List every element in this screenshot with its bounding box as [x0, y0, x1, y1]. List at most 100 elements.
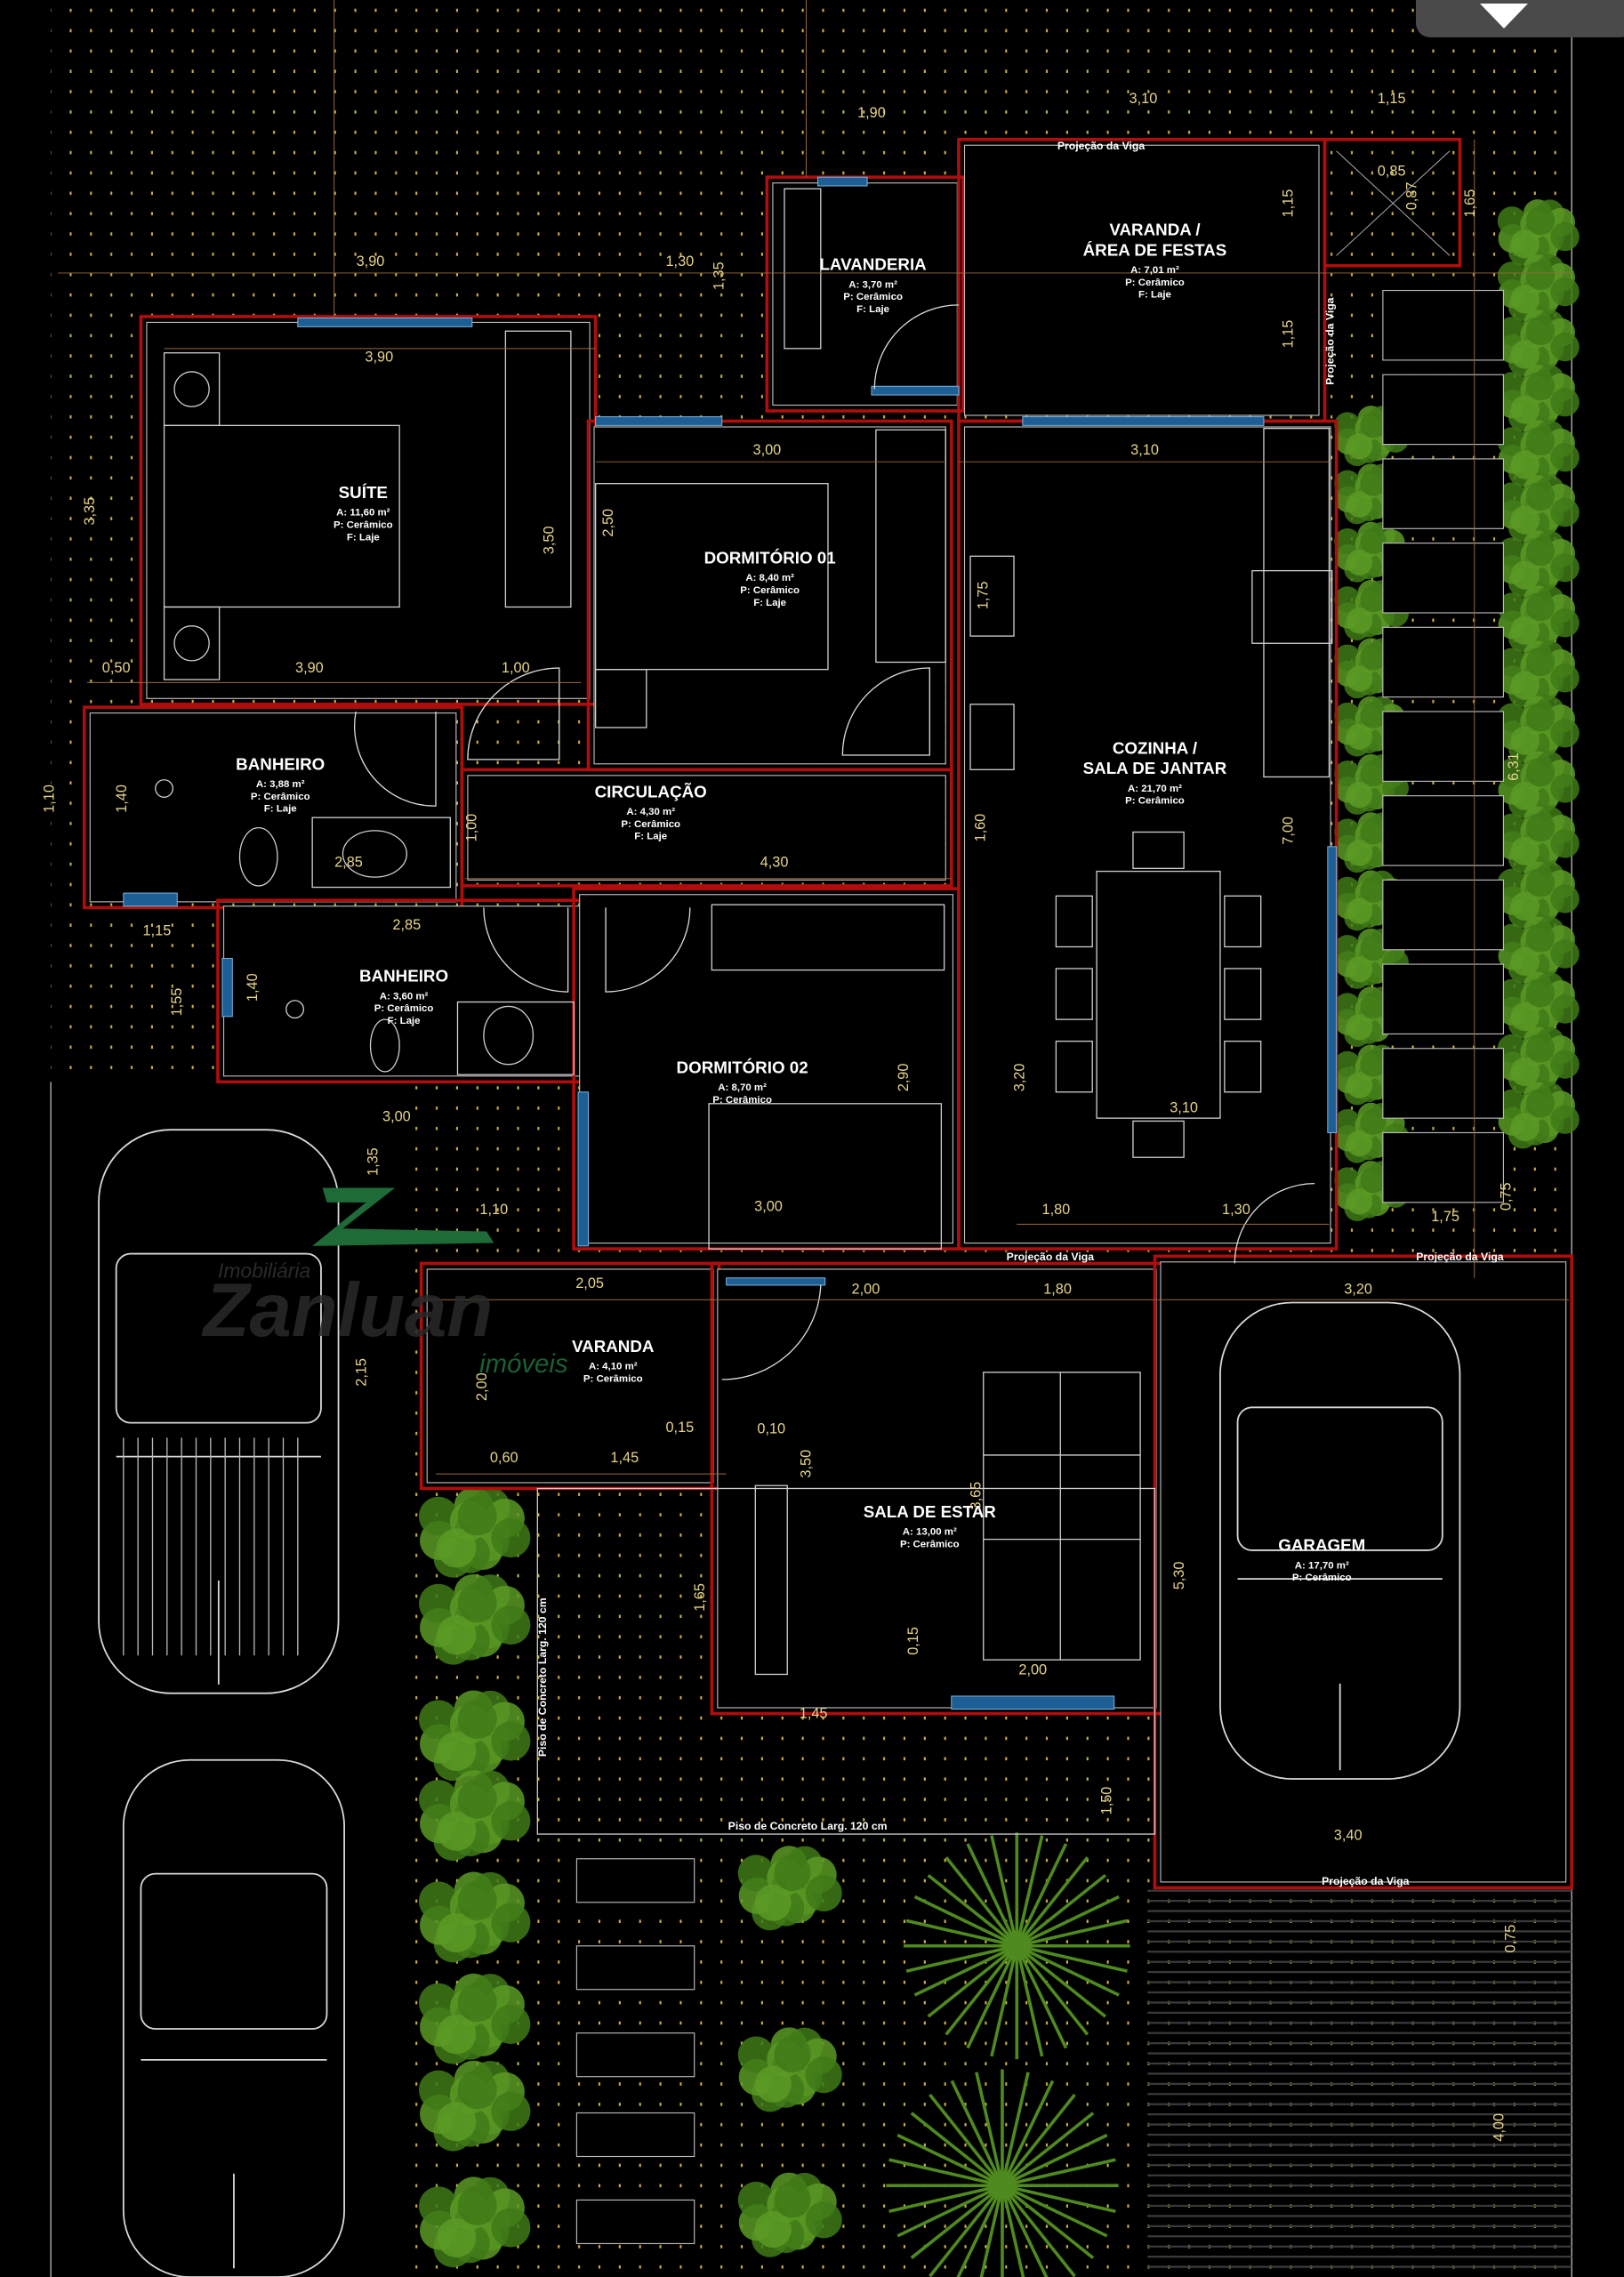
furniture-item — [163, 606, 221, 680]
shaft-wall — [1323, 137, 1462, 268]
shrub — [1525, 371, 1556, 401]
shrub — [1510, 560, 1540, 590]
shrub — [1497, 1034, 1527, 1064]
room-floor — [963, 144, 1320, 416]
shrub — [491, 1605, 531, 1645]
dimension-label: 0,75 — [1499, 1182, 1515, 1211]
shrub — [1346, 723, 1373, 750]
room-area: A: 4,30 m² — [626, 807, 675, 817]
door-swing — [467, 667, 560, 760]
shrub — [1346, 781, 1373, 809]
palm-frond — [1016, 1873, 1107, 1948]
palm-frond — [956, 2184, 1004, 2277]
shrub — [1525, 316, 1556, 346]
driveway-hatch — [1147, 1889, 1572, 2268]
collapse-toolbar-button[interactable] — [1416, 0, 1624, 37]
palm-frond — [945, 1856, 1018, 1947]
shrub — [1550, 443, 1580, 472]
room-floor: P: Cerâmico — [621, 819, 680, 830]
dimension-label: 1,15 — [1281, 189, 1297, 218]
palm-frond — [1001, 2184, 1116, 2213]
furniture-item — [1055, 1040, 1093, 1093]
shrub — [457, 1983, 497, 2023]
paver — [1382, 374, 1505, 446]
annotation-note: Projeção da Viga — [1416, 1251, 1504, 1263]
shrub — [1497, 813, 1527, 842]
pickup-car — [98, 1129, 340, 1694]
room-title: VARANDA — [572, 1337, 655, 1356]
dimension-label: 2,15 — [354, 1358, 370, 1387]
shrub — [1346, 955, 1373, 983]
room-ceiling: F: Laje — [856, 304, 889, 315]
room-floor — [146, 321, 591, 699]
shrub — [1510, 505, 1540, 535]
shrub — [1510, 395, 1540, 424]
furniture-item — [594, 483, 829, 671]
dimension-label: 3,00 — [752, 442, 781, 458]
shrub — [1497, 317, 1527, 346]
dimension-label: 3,10 — [1130, 442, 1159, 458]
parking-area — [51, 1082, 414, 2277]
room-title: BANHEIRO — [236, 754, 325, 773]
dimension-label: 3,90 — [357, 253, 385, 270]
room-floor: P: Cerâmico — [712, 1095, 772, 1106]
palm-frond — [1001, 2133, 1108, 2187]
room-title: SALA DE JANTAR — [1083, 759, 1227, 777]
shrub — [437, 1811, 477, 1851]
room-area: A: 11,60 m² — [336, 508, 390, 519]
shrub — [1550, 1105, 1580, 1134]
dimension-label: 1,45 — [800, 1705, 828, 1721]
shrub — [1334, 527, 1361, 555]
shrub — [418, 1780, 459, 1820]
dimension-label: 0,10 — [757, 1420, 785, 1436]
palm-frond — [905, 1919, 1017, 1948]
dimension-label: 3,40 — [1334, 1828, 1363, 1844]
shrub — [754, 2065, 792, 2103]
shrub — [1525, 1034, 1556, 1063]
shrub — [1550, 939, 1580, 969]
shrub — [1497, 206, 1527, 236]
palm-frond — [905, 1944, 1017, 1973]
shrub — [1360, 702, 1387, 728]
room-floor: P: Cerâmico — [740, 585, 800, 596]
furniture-item — [483, 1005, 535, 1066]
room-title: COZINHA / — [1113, 738, 1198, 757]
shrub — [1360, 527, 1387, 554]
palm-frond — [1016, 1944, 1128, 1973]
palm-frond — [1001, 2184, 1108, 2238]
furniture-item — [784, 188, 822, 350]
window — [726, 1277, 826, 1286]
dimension-label: 3,50 — [541, 526, 557, 554]
dimension-label: 0,60 — [490, 1450, 519, 1466]
furniture — [155, 188, 1333, 1676]
dimension-label: 2,85 — [334, 855, 363, 871]
shrub — [1360, 760, 1387, 787]
dimension-label: 3,90 — [295, 660, 324, 676]
dimension-label: 1,10 — [41, 784, 57, 813]
furniture-item — [1096, 870, 1221, 1119]
paver — [575, 2112, 695, 2158]
shrub — [1510, 229, 1540, 259]
room-floor: P: Cerâmico — [374, 1003, 434, 1014]
paver — [1382, 1131, 1505, 1203]
shrub — [1550, 553, 1580, 583]
garage-car-cabin — [1236, 1406, 1443, 1551]
palm-frond — [1001, 2184, 1076, 2277]
window — [595, 416, 723, 426]
shrub — [1497, 1089, 1527, 1119]
shrub — [1525, 758, 1556, 787]
shrub — [1525, 481, 1556, 511]
furniture-item — [1251, 569, 1333, 644]
furniture-item — [311, 817, 451, 889]
shrub — [418, 2186, 459, 2226]
dimension-label: 1,00 — [464, 814, 480, 842]
dimension-label: 2,90 — [896, 1064, 912, 1092]
furniture-item — [708, 1103, 943, 1250]
dimension-label: 1,50 — [1098, 1787, 1114, 1815]
shrub — [1360, 1166, 1387, 1194]
paver — [1382, 289, 1505, 361]
shrub — [491, 1903, 531, 1943]
room-area: A: 8,70 m² — [718, 1082, 767, 1093]
furniture-item — [1263, 427, 1331, 778]
